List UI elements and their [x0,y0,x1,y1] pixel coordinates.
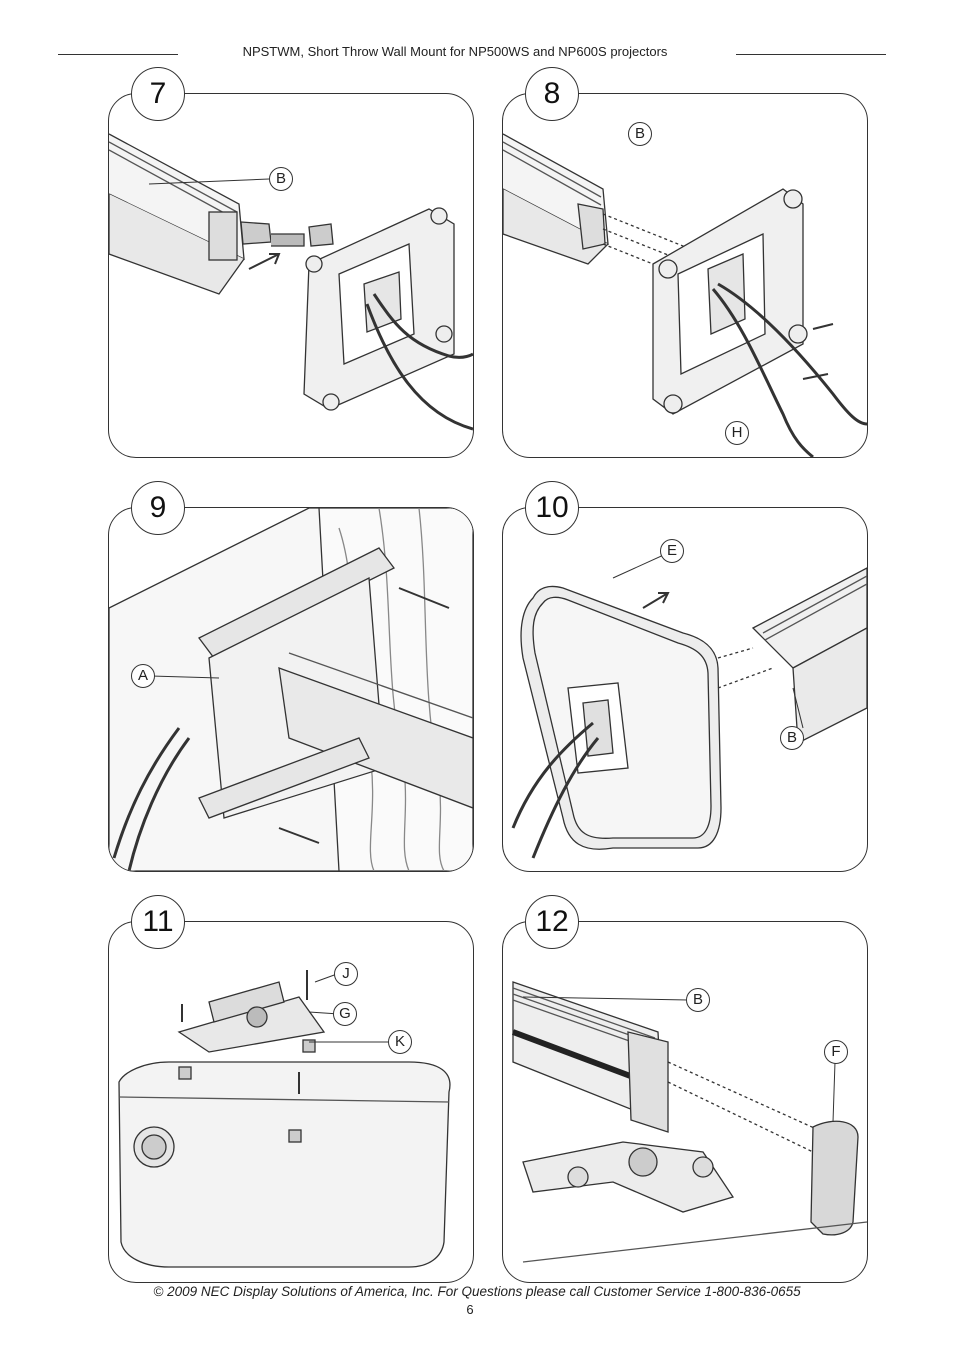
callout-label: E [660,539,684,563]
step-11-panel: J G K [108,921,474,1283]
step-11-number: 11 [131,895,185,949]
page-title: NPSTWM, Short Throw Wall Mount for NP500… [242,44,668,59]
callout-label: A [131,664,155,688]
step-9-panel: A [108,507,474,872]
callout-label: K [388,1030,412,1054]
callout-label: B [780,726,804,750]
step-7-illustration [109,133,473,431]
callout-label: J [334,962,358,986]
step-9-number: 9 [131,481,185,535]
step-12-panel: B F [502,921,868,1283]
step-8-panel: B H [502,93,868,458]
step-8-number: 8 [525,67,579,121]
step-12-number: 12 [525,895,579,949]
callout-label: H [725,421,749,445]
callout-label: B [628,122,652,146]
step-10-panel: E B [502,507,868,872]
step-12-illustration [511,981,867,1263]
page-header: NPSTWM, Short Throw Wall Mount for NP500… [0,44,954,64]
page-number: 6 [466,1302,474,1317]
step-9-illustration [109,508,473,871]
step-7-number: 7 [131,67,185,121]
header-rule-left [58,54,178,55]
callout-label: G [333,1002,357,1026]
header-rule-right [736,54,886,55]
step-10-illustration [511,552,867,859]
step-8-illustration [503,133,867,457]
step-7-panel: B [108,93,474,458]
callout-label: B [686,988,710,1012]
step-11-illustration [118,970,451,1268]
callout-label: B [269,167,293,191]
callout-label: F [824,1040,848,1064]
footer-copyright: © 2009 NEC Display Solutions of America,… [153,1284,801,1299]
step-10-number: 10 [525,481,579,535]
